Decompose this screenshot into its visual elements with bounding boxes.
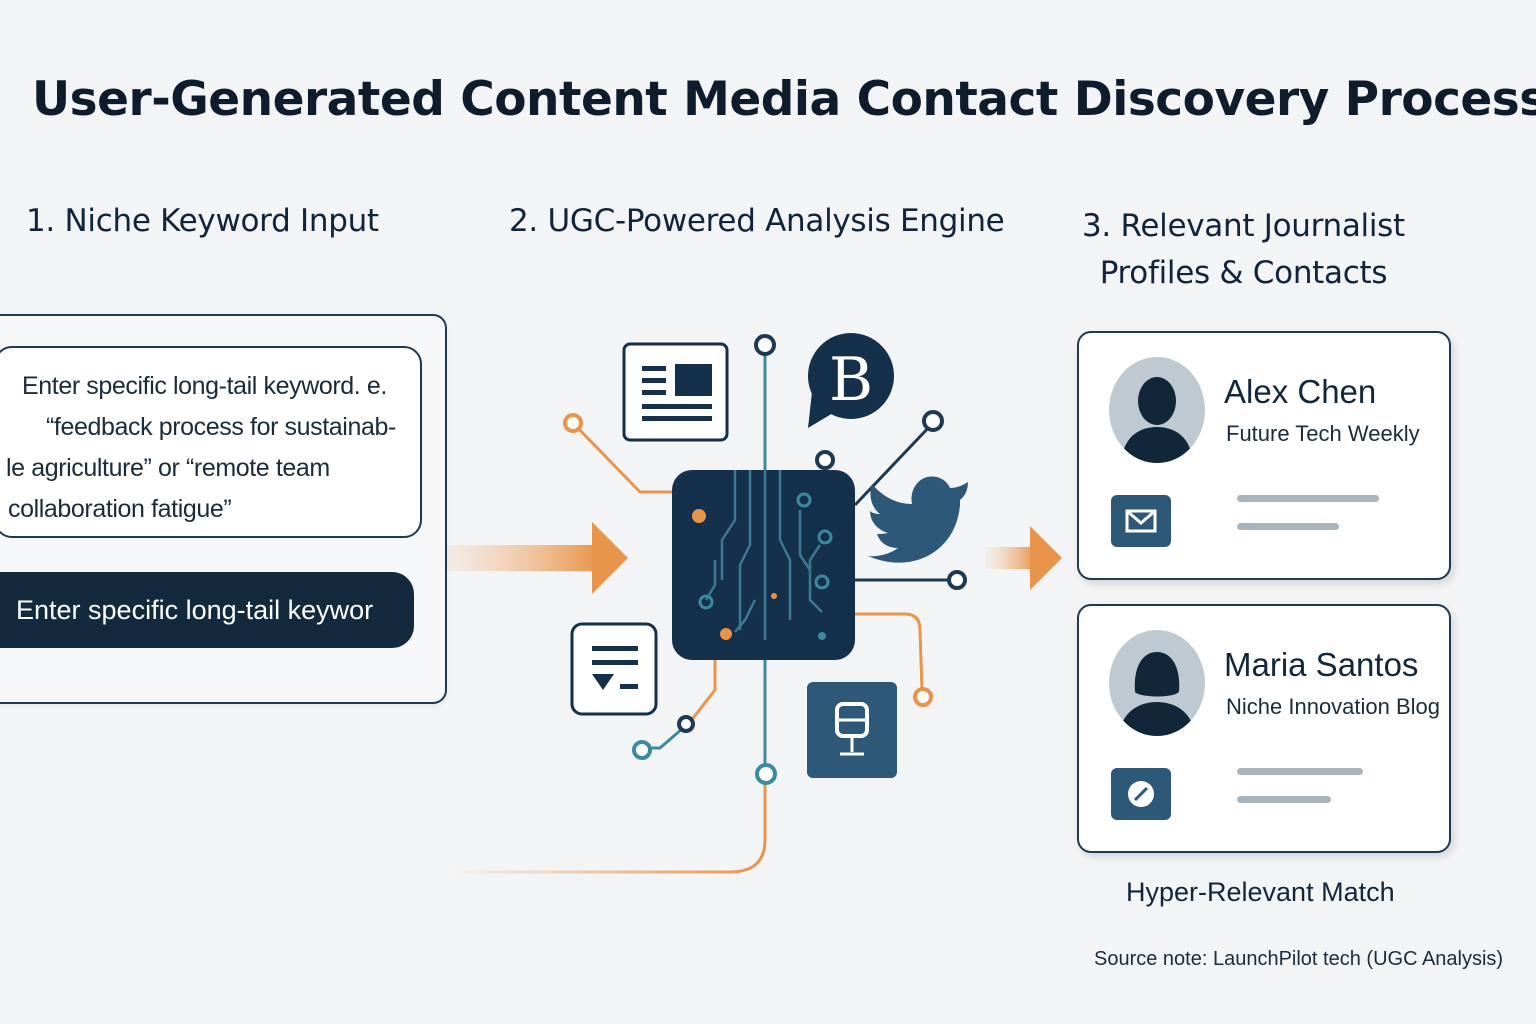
flow-arrow-2 <box>985 526 1062 590</box>
contact-detail-line <box>1237 796 1331 803</box>
journalist-name: Maria Santos <box>1224 646 1419 683</box>
match-label: Hyper-Relevant Match <box>1126 877 1395 907</box>
step-3-title-line-2: Profiles & Contacts <box>1099 255 1388 291</box>
avatar <box>1109 630 1205 736</box>
step-2-title: 2. UGC-Powered Analysis Engine <box>509 203 1005 239</box>
textarea-line: “feedback process for sustainab- <box>46 413 396 441</box>
keyword-textarea[interactable]: Enter specific long-tail keyword. e. “fe… <box>0 346 422 538</box>
analysis-engine-chip-icon <box>672 470 855 660</box>
engine-connectors <box>440 350 955 874</box>
step-3-title-line-1: 3. Relevant Journalist <box>1082 208 1405 244</box>
news-article-icon <box>622 342 729 442</box>
contact-detail-line <box>1237 523 1339 530</box>
textarea-line: le agriculture” or “remote team <box>6 454 330 482</box>
blog-icon: B <box>808 333 894 428</box>
page-title: User-Generated Content Media Contact Dis… <box>32 72 1536 127</box>
journalist-outlet: Future Tech Weekly <box>1226 421 1420 446</box>
step-1-title: 1. Niche Keyword Input <box>26 203 379 239</box>
textarea-line: collaboration fatigue” <box>8 495 232 523</box>
journalist-outlet: Niche Innovation Blog <box>1226 694 1441 719</box>
blog-letter: B <box>829 345 873 415</box>
step-3-title: 3. Relevant Journalist Profiles & Contac… <box>1082 203 1405 297</box>
journalist-card[interactable]: Alex Chen Future Tech Weekly <box>1077 331 1451 580</box>
avatar <box>1109 357 1205 463</box>
source-note: Source note: LaunchPilot tech (UGC Analy… <box>1094 948 1504 970</box>
contact-detail-line <box>1237 495 1379 502</box>
forum-post-icon <box>570 622 658 716</box>
journalist-card[interactable]: Maria Santos Niche Innovation Blog <box>1077 604 1451 853</box>
twitter-icon <box>868 476 968 563</box>
textarea-line: Enter specific long-tail keyword. e. <box>22 372 387 400</box>
journalist-name: Alex Chen <box>1224 373 1377 410</box>
mail-icon[interactable] <box>1111 495 1171 547</box>
contact-detail-line <box>1237 768 1363 775</box>
connector-nodes <box>563 334 967 785</box>
keyword-submit-button[interactable]: Enter specific long-tail keywor <box>0 572 414 648</box>
keyword-input-panel: Enter specific long-tail keyword. e. “fe… <box>0 314 447 704</box>
database-icon <box>807 682 897 778</box>
flow-arrow-1 <box>447 522 628 594</box>
link-icon[interactable] <box>1111 768 1171 820</box>
